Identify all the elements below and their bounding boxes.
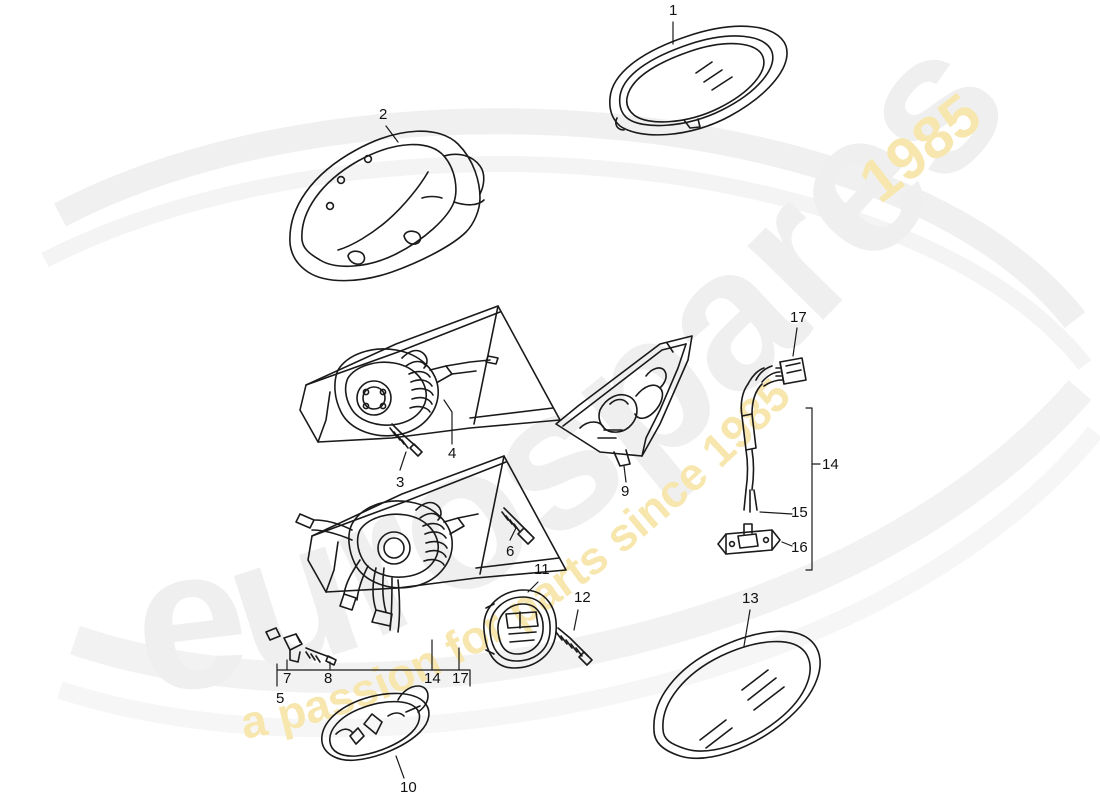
callout-13: 13: [742, 590, 759, 607]
callout-8: 8: [324, 670, 333, 687]
part-11-motor-housing: [483, 589, 557, 669]
leader-12: [573, 609, 579, 631]
callout-4: 4: [448, 445, 457, 462]
callout-17-top: 17: [790, 309, 807, 326]
part-1-mirror-glass: [609, 25, 788, 136]
leader-17-top: [792, 327, 798, 357]
leader-3: [399, 451, 407, 471]
callout-7: 7: [283, 670, 292, 687]
leader-16: [781, 541, 793, 547]
part-3-mirror-motor: [334, 348, 499, 457]
leader-4: [443, 399, 453, 445]
callout-15: 15: [791, 504, 808, 521]
part-10-mirror-base: [321, 685, 430, 762]
callout-5: 5: [276, 690, 285, 707]
leader-6: [509, 527, 517, 541]
callout-2: 2: [379, 106, 388, 123]
callout-14-right: 14: [822, 456, 839, 473]
part-2-mirror-cover: [289, 130, 485, 282]
callout-3: 3: [396, 474, 405, 491]
part-16-base-plate: [717, 523, 781, 555]
part-4-mirror-frame: [299, 305, 561, 443]
leader-11: [527, 581, 539, 593]
callout-10: 10: [400, 779, 417, 796]
part-9-mirror-carrier: [555, 335, 693, 467]
callout-11: 11: [534, 561, 550, 578]
part-6-screw: [501, 507, 535, 545]
callout-12: 12: [574, 589, 591, 606]
callout-1: 1: [669, 2, 678, 19]
part-13-mirror-glass-large: [653, 630, 821, 760]
leader-15: [759, 511, 793, 515]
callout-17-lower: 17: [452, 670, 469, 687]
leader-2: [385, 125, 399, 143]
callout-16: 16: [791, 539, 808, 556]
callout-9: 9: [621, 483, 630, 500]
callout-6: 6: [506, 543, 515, 560]
part-14-wiring-harness: [740, 365, 821, 571]
leader-13: [743, 609, 751, 647]
leader-10: [395, 755, 405, 779]
leader-9: [623, 465, 627, 483]
callout-14-lower: 14: [424, 670, 441, 687]
part-17-connector-plug: [775, 357, 807, 385]
part-12-screw: [555, 627, 593, 666]
part-5-mirror-motor-assembly: [265, 500, 479, 687]
